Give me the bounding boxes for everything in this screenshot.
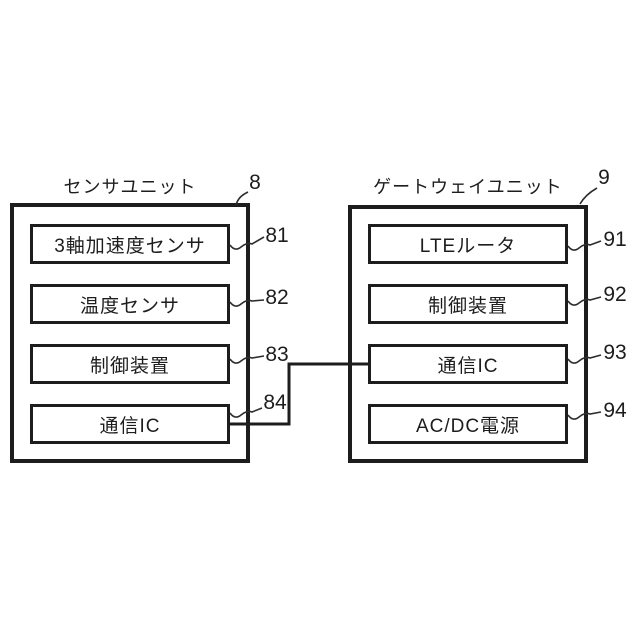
block-3axis-acceleration-sensor: 3軸加速度センサ [30,224,230,264]
ref-label-82: 82 [265,286,288,309]
ref-label-81: 81 [265,224,288,247]
block-acdc-power-supply: AC/DC電源 [368,404,568,444]
block-control-device-sensor-unit: 制御装置 [30,344,230,384]
block-communication-ic-sensor-unit: 通信IC [30,404,230,444]
block-lte-router: LTEルータ [368,224,568,264]
sensor-unit-box [10,203,250,463]
ref-label-92: 92 [603,283,626,306]
ref-label-84: 84 [263,391,287,414]
ref-label-94: 94 [603,399,627,422]
block-control-device-gateway-unit: 制御装置 [368,284,568,324]
ref-label-93: 93 [603,341,626,364]
block-communication-ic-gateway-unit: 通信IC [368,344,568,384]
gateway-unit-box [348,205,588,463]
ref-label-9: 9 [598,166,610,189]
sensor-unit-title: センサユニット [63,177,197,197]
block-temperature-sensor: 温度センサ [30,284,230,324]
ref-label-83: 83 [265,343,288,366]
ref-label-91: 91 [603,228,626,251]
gateway-unit-title: ゲートウェイユニット [373,177,563,197]
ref-label-8: 8 [249,171,261,194]
